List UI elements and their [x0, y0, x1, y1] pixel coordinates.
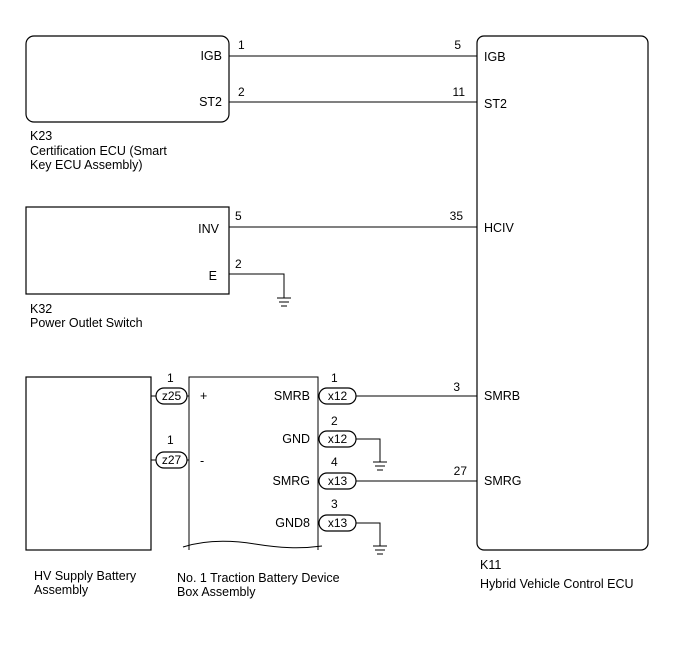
k11-code: K11: [480, 558, 501, 572]
connector-x13-gnd8-label: x13: [328, 516, 348, 530]
wire-st2-to-pin: 11: [453, 85, 466, 99]
k23-name-line2: Key ECU Assembly): [30, 158, 143, 172]
wire-smrg-to-pin: 27: [454, 464, 468, 478]
wire-smrg-from-pin: 4: [331, 455, 338, 469]
hv-battery-name-line1: HV Supply Battery: [34, 569, 137, 583]
k11-name: Hybrid Vehicle Control ECU: [480, 577, 634, 591]
wire-gnd-pin: 2: [331, 414, 338, 428]
ground-icon: [373, 545, 387, 555]
k11-terminal-smrb: SMRB: [484, 389, 520, 403]
connector-z27-label: z27: [162, 453, 182, 467]
connector-x12-gnd-label: x12: [328, 432, 348, 446]
k11-terminal-hciv: HCIV: [484, 221, 515, 235]
wire-e-ground: [229, 273, 285, 298]
connector-z27: [155, 451, 188, 469]
wire-igb-from-pin: 1: [238, 38, 245, 52]
traction-terminal-gnd: GND: [282, 432, 310, 446]
hv-battery-box: [25, 376, 152, 551]
wire-smrb-from-pin: 1: [331, 371, 338, 385]
k11-terminal-smrg: SMRG: [484, 474, 522, 488]
k11-terminal-igb: IGB: [484, 50, 506, 64]
k32-box: [25, 206, 230, 295]
wire-gnd8-ground: [356, 522, 381, 546]
k32-terminal-e: E: [209, 269, 217, 283]
connector-z25-label: z25: [162, 389, 182, 403]
k11-terminal-st2: ST2: [484, 97, 507, 111]
traction-terminal-plus: +: [200, 389, 207, 403]
connector-z25: [155, 387, 188, 405]
traction-terminal-smrg: SMRG: [273, 474, 311, 488]
traction-box-break-line: [182, 540, 323, 549]
hv-battery-name-line2: Assembly: [34, 583, 89, 597]
k23-box: [25, 35, 230, 123]
ground-icon: [373, 461, 387, 471]
traction-box-name-line1: No. 1 Traction Battery Device: [177, 571, 340, 585]
k23-terminal-igb: IGB: [200, 49, 222, 63]
z25-pin: 1: [167, 371, 174, 385]
wire-gnd-ground: [356, 438, 381, 462]
traction-terminal-gnd8: GND8: [275, 516, 310, 530]
k32-terminal-inv: INV: [198, 222, 220, 236]
traction-box-outline: [188, 376, 319, 550]
wire-st2-from-pin: 2: [238, 85, 245, 99]
wire-inv-from-pin: 5: [235, 209, 242, 223]
k11-box: [476, 35, 649, 551]
traction-box-name-line2: Box Assembly: [177, 585, 256, 599]
k32-code: K32: [30, 302, 52, 316]
connector-x13-smrg-label: x13: [328, 474, 348, 488]
wire-igb-to-pin: 5: [454, 38, 461, 52]
wire-gnd8-pin: 3: [331, 497, 338, 511]
k32-name: Power Outlet Switch: [30, 316, 143, 330]
k23-name-line1: Certification ECU (Smart: [30, 144, 167, 158]
traction-terminal-smrb: SMRB: [274, 389, 310, 403]
traction-terminal-minus: -: [200, 454, 204, 468]
wire-smrb-to-pin: 3: [453, 380, 460, 394]
z27-pin: 1: [167, 433, 174, 447]
connector-x12-smrb-label: x12: [328, 389, 348, 403]
wire-e-pin: 2: [235, 257, 242, 271]
ground-icon: [277, 297, 291, 307]
wire-inv-to-pin: 35: [450, 209, 464, 223]
k23-code: K23: [30, 129, 52, 143]
k23-terminal-st2: ST2: [199, 95, 222, 109]
